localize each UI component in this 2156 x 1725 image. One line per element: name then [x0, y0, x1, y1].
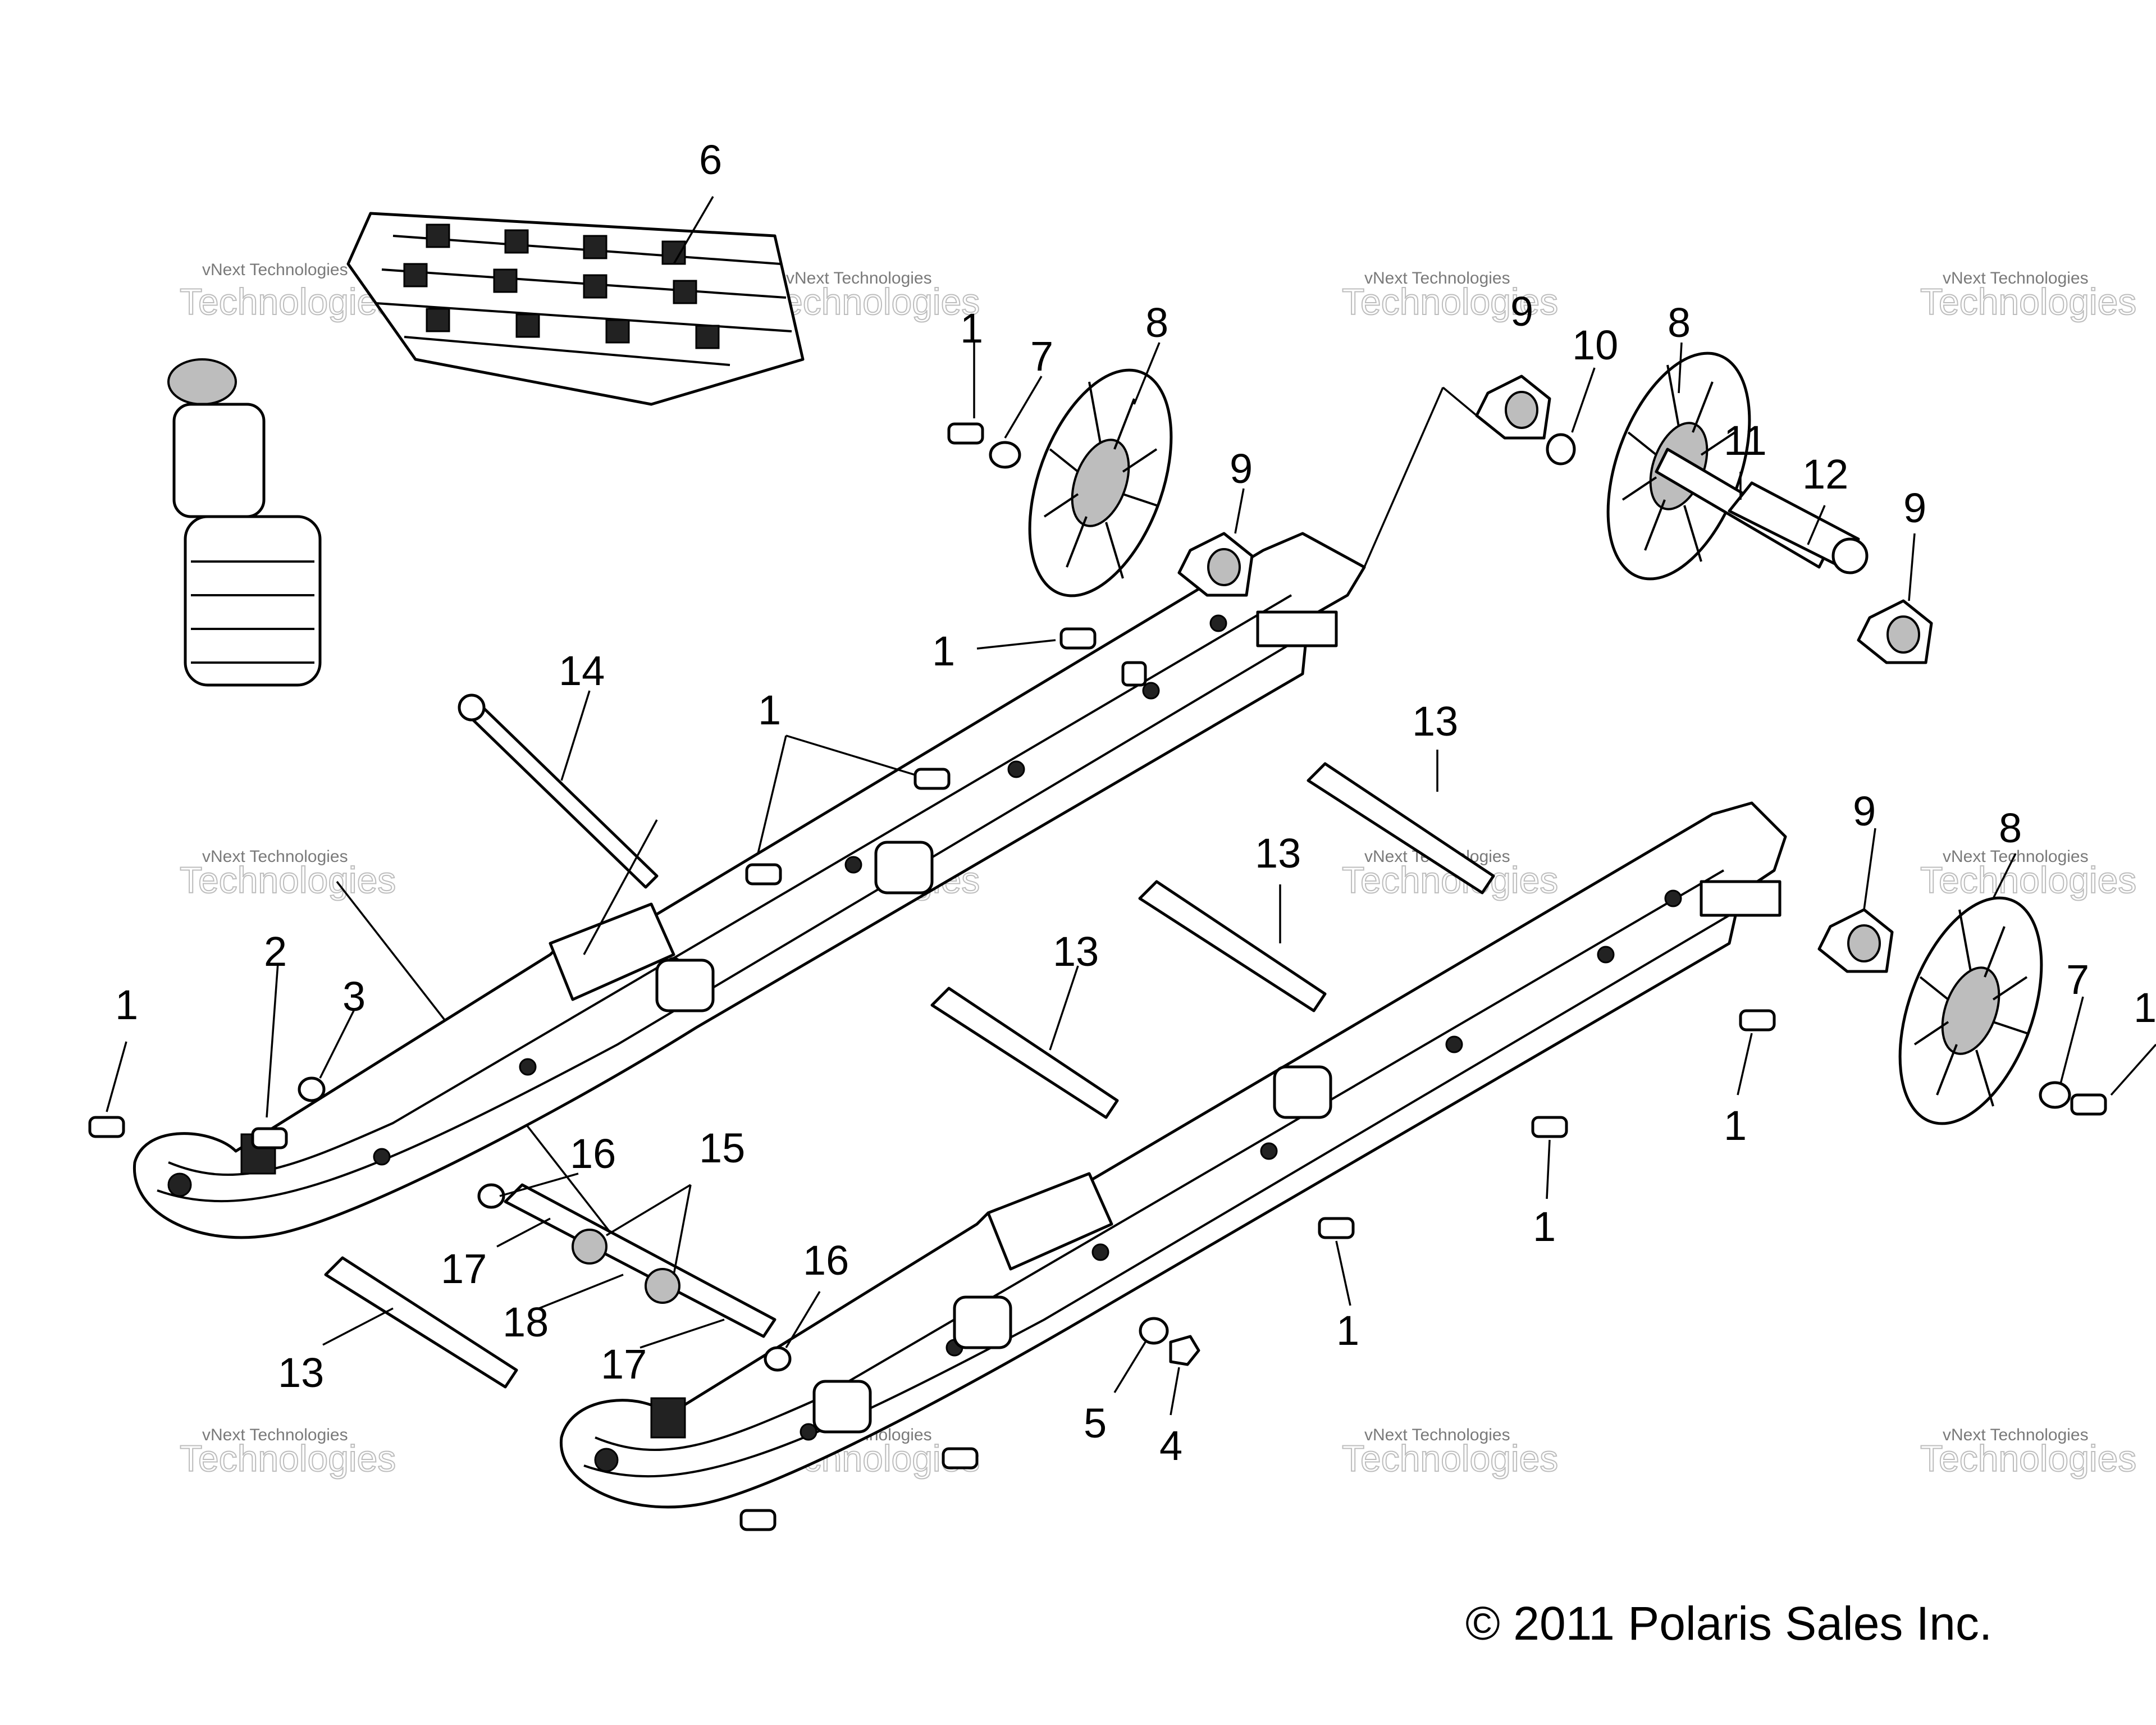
callout-label: 17: [441, 1245, 487, 1292]
shock-absorber-part: [167, 358, 636, 1265]
watermark-small-text: vNext Technologies: [202, 261, 348, 279]
callout-label: 8: [1999, 805, 2022, 851]
callout-label: 1: [1533, 1203, 1556, 1250]
callout-label: 13: [1412, 698, 1458, 745]
watermark: Technologies vNext Technologies: [1920, 269, 2137, 323]
watermark-large-text: Technologies: [180, 859, 396, 901]
callout-label: 1: [1724, 1102, 1747, 1149]
watermark: Technologies vNext Technologies: [179, 1426, 396, 1480]
callout-label: 1: [1336, 1307, 1359, 1354]
watermark-small-text: vNext Technologies: [1364, 269, 1510, 288]
callout-label: 9: [1853, 788, 1876, 834]
watermark-small-text: vNext Technologies: [1943, 847, 2089, 866]
callout-label: 9: [1230, 445, 1253, 492]
callout-label: 16: [803, 1237, 849, 1284]
cross-shaft-13: [1307, 762, 1495, 895]
cross-shaft-14: [464, 700, 659, 889]
watermark: Technologies vNext Technologies: [763, 269, 980, 323]
watermark-small-text: vNext Technologies: [202, 847, 348, 866]
callout-label: 6: [699, 136, 722, 183]
callout-label: 1: [932, 628, 955, 674]
watermark-large-text: Technologies: [764, 281, 980, 322]
bearing-block-part: [1177, 375, 1933, 973]
watermark: Technologies vNext Technologies: [1920, 847, 2137, 901]
callout-label: 16: [570, 1130, 616, 1177]
callout-label: 10: [1572, 322, 1618, 368]
watermark-small-text: vNext Technologies: [1943, 269, 2089, 288]
callout-label: 12: [1802, 451, 1848, 498]
idler-wheel-part: [1028, 368, 1173, 597]
callout-label: 1: [960, 305, 983, 352]
fastener-parts: [88, 422, 2107, 1531]
watermark: Technologies vNext Technologies: [1341, 269, 1559, 323]
watermark: Technologies vNext Technologies: [1341, 1426, 1559, 1480]
callout-label: 1: [758, 687, 781, 733]
cross-shaft-13: [1138, 880, 1327, 1012]
copyright-text: © 2011 Polaris Sales Inc.: [1465, 1597, 1992, 1650]
right-rail-part: [559, 801, 1787, 1509]
callout-label: 18: [503, 1299, 549, 1345]
watermark-large-text: Technologies: [180, 1438, 396, 1479]
callout-label: 4: [1159, 1422, 1182, 1469]
cross-shaft-parts: [324, 693, 1495, 1389]
callout-label: 9: [1510, 288, 1533, 335]
watermark-small-text: vNext Technologies: [1943, 1426, 2089, 1444]
callout-label: 8: [1145, 299, 1168, 346]
callout-label: 7: [1030, 333, 1053, 380]
watermark-small-text: vNext Technologies: [202, 1426, 348, 1444]
callout-label: 5: [1084, 1400, 1107, 1446]
watermark: Technologies vNext Technologies: [179, 847, 396, 901]
idler-wheel-part: [1898, 896, 2043, 1125]
watermark: Technologies vNext Technologies: [179, 261, 396, 323]
callout-label: 1: [115, 982, 138, 1028]
watermark-large-text: Technologies: [1920, 1438, 2136, 1479]
callout-label: 9: [1903, 485, 1926, 531]
callout-label: 13: [1255, 830, 1301, 877]
callout-label: 13: [278, 1349, 324, 1396]
watermark-large-text: Technologies: [1342, 1438, 1558, 1479]
callout-label: 14: [559, 647, 605, 694]
watermark-large-text: Technologies: [1342, 281, 1558, 322]
callout-label: 11: [1724, 417, 1767, 464]
watermark-small-text: vNext Technologies: [1364, 1426, 1510, 1444]
watermark-group: Technologies vNext Technologies Technolo…: [179, 261, 2137, 1480]
callout-label: 3: [342, 973, 366, 1020]
cross-shaft-13: [324, 1256, 518, 1389]
callout-label: 15: [699, 1125, 745, 1171]
wheel-axle-part: [1655, 448, 1869, 574]
callout-label: 1: [2134, 984, 2156, 1031]
callout-label: 13: [1053, 928, 1099, 975]
watermark: Technologies vNext Technologies: [1920, 1426, 2137, 1480]
track-section-part: [346, 212, 805, 406]
watermark-small-text: vNext Technologies: [786, 269, 932, 288]
callout-labels: 1 7 8 9 10 8 11 12 9 9 6 1 14 1 1 13 13 …: [115, 136, 2156, 1469]
callout-label: 2: [264, 928, 287, 975]
leader-lines: [106, 196, 2156, 1416]
watermark-large-text: Technologies: [1920, 281, 2136, 322]
left-rail-part: [133, 532, 1366, 1239]
watermark-large-text: Technologies: [180, 281, 396, 322]
cross-shaft-13: [930, 987, 1119, 1119]
callout-label: 8: [1668, 299, 1691, 346]
callout-label: 17: [601, 1341, 647, 1388]
callout-label: 7: [2066, 956, 2089, 1003]
watermark-large-text: Technologies: [1920, 859, 2136, 901]
